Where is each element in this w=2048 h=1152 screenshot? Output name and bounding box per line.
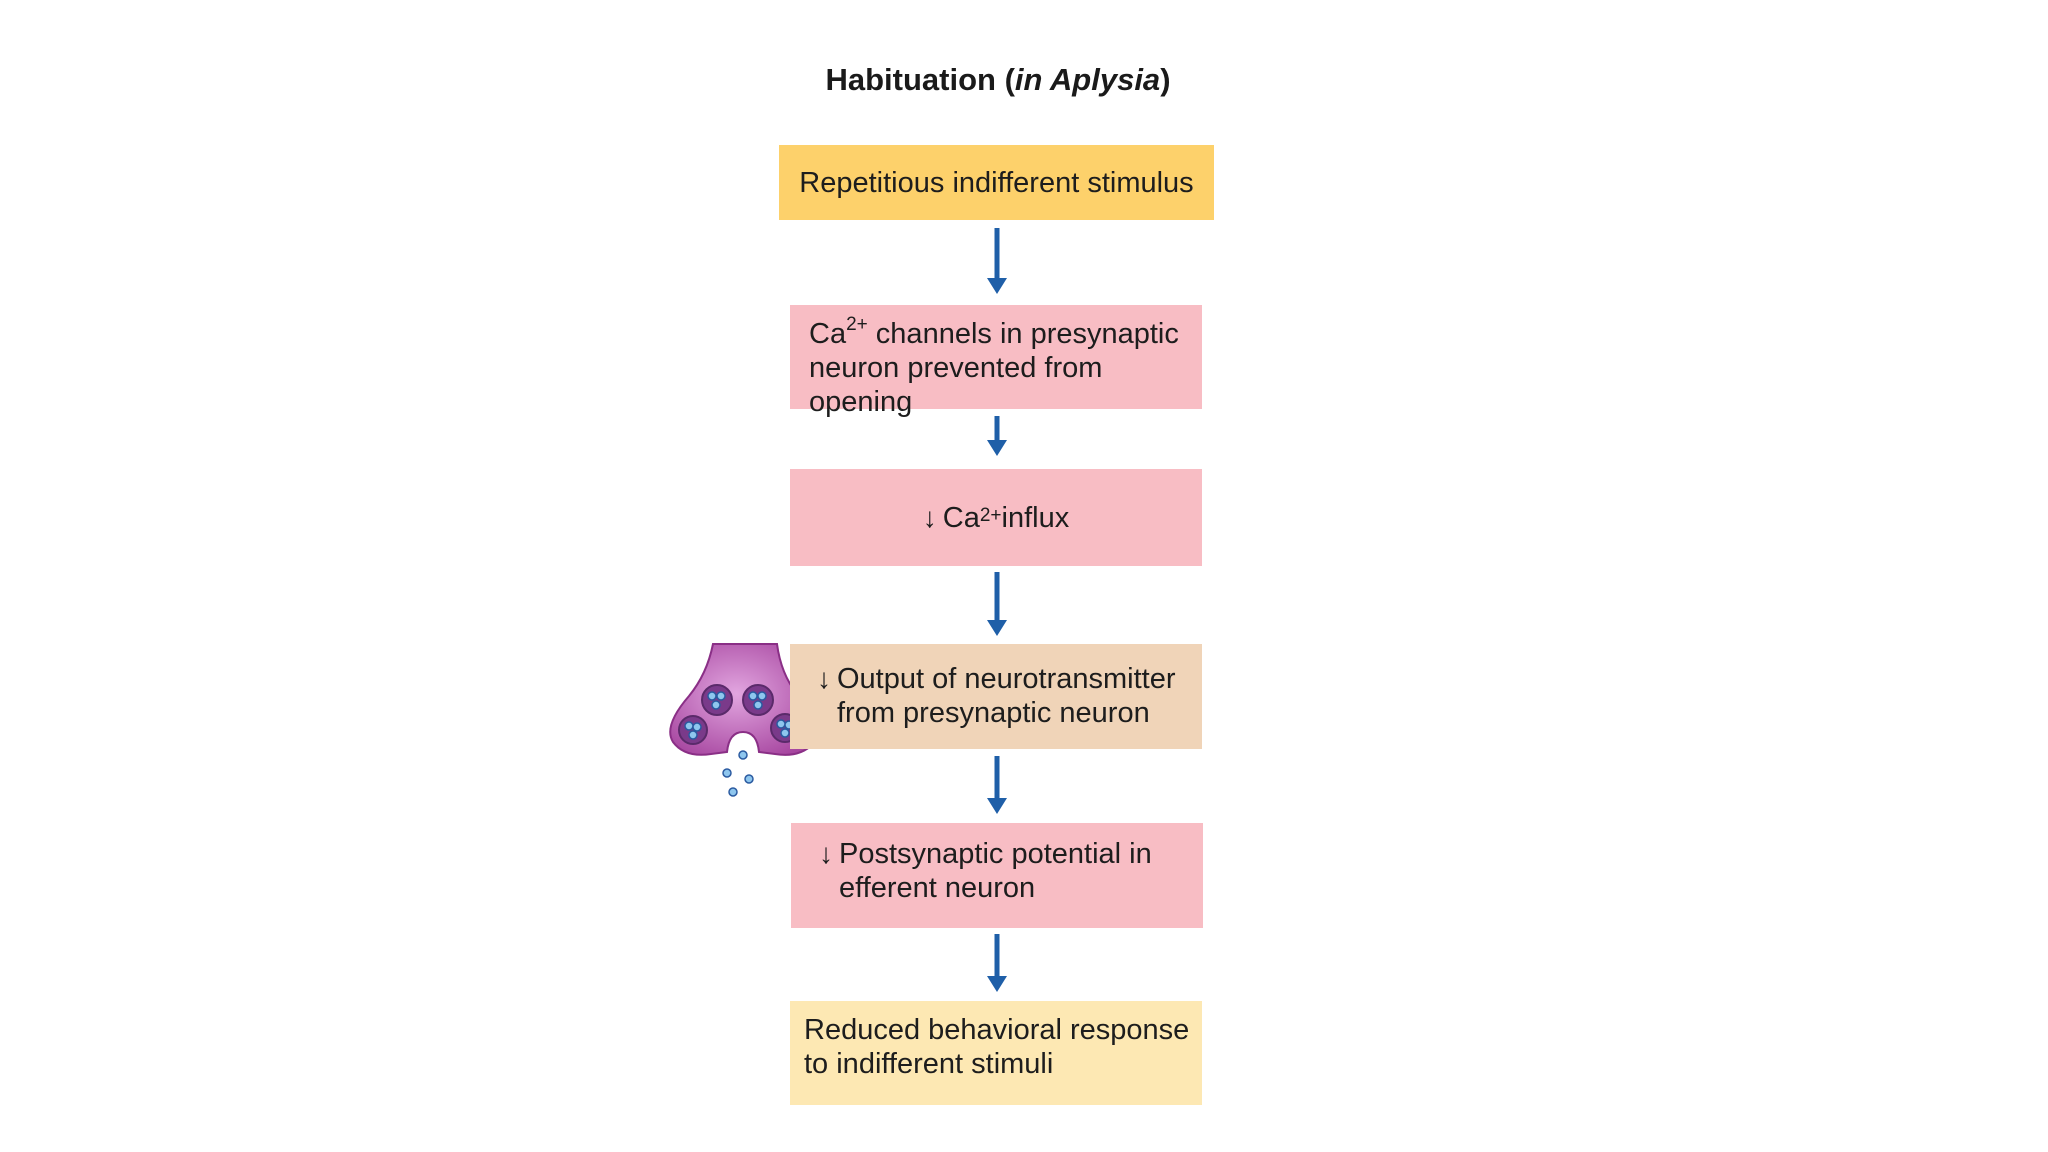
step-neurotransmitter-box: ↓ Output of neurotransmitter from presyn…	[790, 644, 1202, 749]
flow-arrow-4	[987, 756, 1007, 814]
step-response-box: Reduced behavioral response to indiffere…	[790, 1001, 1202, 1105]
decrease-arrow-icon: ↓	[819, 838, 833, 869]
flow-arrow-3	[987, 572, 1007, 636]
step-postsynaptic-box: ↓ Postsynaptic potential in efferent neu…	[791, 823, 1203, 928]
step-stimulus-box: Repetitious indifferent stimulus	[779, 145, 1214, 220]
flow-arrow-2	[987, 416, 1007, 456]
decrease-arrow-icon: ↓	[817, 663, 831, 694]
flow-arrow-5	[987, 934, 1007, 992]
diagram-title: Habituation (in Aplysia)	[825, 62, 1171, 97]
presynaptic-terminal-icon	[669, 643, 819, 797]
step-stimulus-text: Repetitious indifferent stimulus	[799, 166, 1194, 199]
step-channels-box: Ca2+ channels in presynaptic neuron prev…	[790, 305, 1202, 418]
flow-arrow-1	[987, 228, 1007, 294]
decrease-arrow-icon: ↓	[922, 501, 937, 533]
